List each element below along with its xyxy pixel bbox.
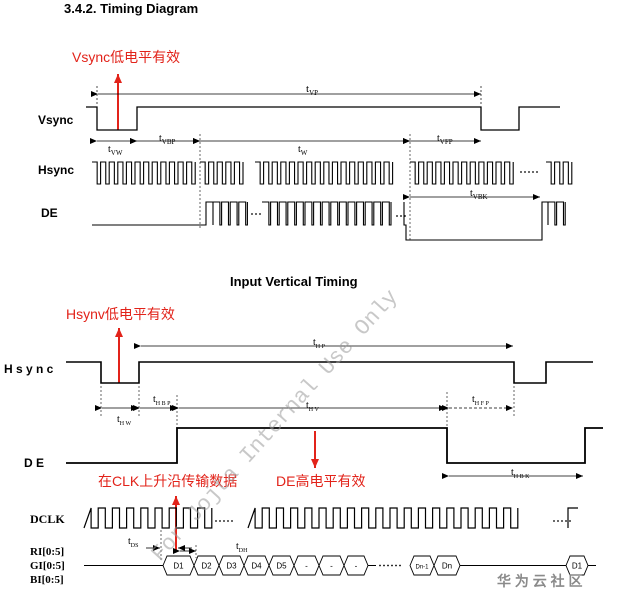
hsync-top-segment: [255, 161, 394, 185]
data-cell-label: D5: [276, 562, 287, 571]
dclk-segment-c: [567, 507, 578, 528]
de-top-ellipsis-dot: [400, 215, 402, 217]
tvp-label: tVP: [306, 83, 318, 97]
de-waveform-top: [92, 201, 566, 241]
dclk-ellipsis-dot: [219, 520, 221, 522]
bus-ellipsis-dot: [399, 564, 401, 567]
bottom-title: Input Vertical Timing: [230, 274, 358, 289]
ri-label: RI[0:5]: [30, 546, 64, 558]
data-bus: D1 D2 D3 D4 D5 - - - Dn-1 Dn D1: [84, 555, 596, 576]
clk-rising-edge-annotation: 在CLK上升沿传输数据: [98, 473, 237, 489]
de-top-pulses-c: [548, 201, 566, 226]
dclk-segment-a: [83, 507, 213, 529]
hsync-top-segment: [200, 161, 244, 185]
data-cell-label: Dn: [442, 562, 452, 571]
bus-ellipsis-dot: [387, 564, 389, 567]
hsync-top-segment: [92, 161, 196, 185]
de-top-pulses-a: [213, 201, 248, 226]
data-cell-label: D3: [226, 562, 237, 571]
data-cell-label: D2: [201, 562, 212, 571]
tvfp-label: tVFP: [437, 133, 453, 146]
hsync-top-segment: [410, 161, 514, 185]
data-cell-label: Dn-1: [415, 565, 429, 571]
hsync-top-ellipsis-dot: [536, 171, 538, 173]
dclk-label: DCLK: [30, 512, 65, 526]
vsync-waveform: [86, 106, 560, 131]
dclk-ellipsis-dot: [561, 520, 563, 522]
hsync-label-top: Hsync: [38, 163, 74, 177]
thfp-label: tH F P: [472, 394, 489, 407]
thv-label: tH V: [306, 400, 320, 413]
data-cell-label: D4: [251, 562, 262, 571]
thbp-label: tH B P: [153, 394, 171, 407]
thw-label: tH W: [117, 414, 132, 427]
tds-label: tDS: [128, 536, 138, 549]
dclk-ellipsis-dot: [223, 520, 225, 522]
dclk-ellipsis-dot: [231, 520, 233, 522]
hsync-top-ellipsis-dot: [520, 171, 522, 173]
thp-label: tH P: [313, 337, 326, 350]
bus-ellipsis-dot: [383, 564, 385, 567]
tdh-label: tDH: [236, 541, 248, 554]
bus-ellipsis-dot: [395, 564, 397, 567]
de-high-active-annotation: DE高电平有效: [276, 473, 365, 489]
footer-brand: 华 为 云 社 区: [497, 573, 583, 589]
de-top-ellipsis-dot: [251, 213, 253, 215]
data-cell-label: -: [330, 562, 333, 571]
dclk-ellipsis-dot: [569, 520, 571, 522]
data-cell-label: D1: [173, 562, 184, 571]
dclk-segment-b: [247, 507, 519, 529]
dclk-ellipsis-dot: [215, 520, 217, 522]
hsync-low-active-annotation: Hsynv低电平有效: [66, 306, 175, 322]
bus-ellipsis-dot: [391, 564, 393, 567]
bus-ellipsis-dot: [379, 564, 381, 567]
dclk-waveform: [83, 507, 578, 529]
vsync-label: Vsync: [38, 113, 74, 127]
de-top-ellipsis-dot: [255, 213, 257, 215]
hsync-label-bottom: H s y n c: [4, 362, 54, 376]
section-title: 3.4.2. Timing Diagram: [64, 1, 198, 16]
dclk-ellipsis-dot: [553, 520, 555, 522]
tw-label: tW: [298, 144, 308, 157]
dclk-ellipsis-dot: [557, 520, 559, 522]
de-top-pulses-b: [262, 201, 392, 226]
tvbk-label: tVBK: [470, 188, 488, 201]
dclk-ellipsis-dot: [565, 520, 567, 522]
tvw-label: tVW: [108, 144, 123, 157]
hsync-top-ellipsis-dot: [528, 171, 530, 173]
gi-label: GI[0:5]: [30, 560, 65, 572]
de-waveform-bottom: [66, 427, 603, 464]
vsync-low-active-annotation: Vsync低电平有效: [72, 49, 180, 65]
hsync-waveform-top: [92, 161, 573, 185]
hsync-top-ellipsis-dot: [524, 171, 526, 173]
de-top-blank: [403, 201, 549, 241]
de-label-top: DE: [41, 206, 58, 220]
hsync-top-ellipsis-dot: [532, 171, 534, 173]
data-cell-label: -: [305, 562, 308, 571]
de-top-ellipsis-dot: [259, 213, 261, 215]
de-top-lead: [92, 201, 214, 226]
hsync-top-segment: [546, 161, 573, 185]
tvbp-label: tVBP: [159, 133, 176, 146]
bi-label: BI[0:5]: [30, 574, 64, 586]
de-top-ellipsis-dot: [396, 215, 398, 217]
data-cell-label: D1: [572, 562, 583, 571]
dclk-ellipsis-dot: [227, 520, 229, 522]
hsync-waveform-bottom: [66, 361, 593, 384]
watermark: For Jojta Internal Use Only: [147, 285, 404, 567]
de-label-bottom: D E: [24, 456, 44, 470]
data-cell-label: -: [355, 562, 358, 571]
thbk-label: tH B K: [511, 467, 530, 480]
